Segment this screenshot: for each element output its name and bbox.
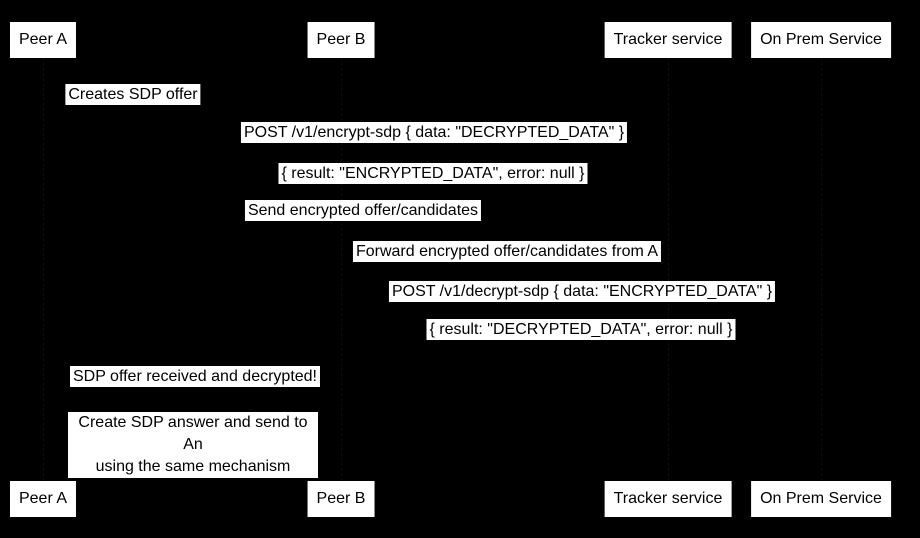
- participant-peer-b-top: Peer B: [307, 22, 375, 58]
- message-post-decrypt-sdp: POST /v1/decrypt-sdp { data: "ENCRYPTED_…: [388, 281, 776, 302]
- note-line-1: Create SDP answer and send to An: [78, 414, 308, 453]
- participant-tracker-service-bottom: Tracker service: [604, 481, 732, 517]
- message-sdp-offer-received: SDP offer received and decrypted!: [70, 366, 320, 387]
- lifeline-peer-b: [341, 58, 342, 481]
- message-encrypt-result: { result: "ENCRYPTED_DATA", error: null …: [278, 163, 588, 184]
- participant-on-prem-service-bottom: On Prem Service: [751, 481, 891, 517]
- lifeline-peer-a: [43, 58, 44, 481]
- participant-tracker-service-top: Tracker service: [604, 22, 732, 58]
- participant-peer-b-bottom: Peer B: [307, 481, 375, 517]
- participant-peer-a-top: Peer A: [9, 22, 77, 58]
- message-forward-encrypted-offer: Forward encrypted offer/candidates from …: [352, 241, 662, 262]
- lifeline-tracker-service: [668, 58, 669, 481]
- message-decrypt-result: { result: "DECRYPTED_DATA", error: null …: [426, 319, 736, 340]
- message-post-encrypt-sdp: POST /v1/encrypt-sdp { data: "DECRYPTED_…: [240, 122, 628, 143]
- lifeline-on-prem-service: [821, 58, 822, 481]
- message-creates-sdp-offer: Creates SDP offer: [65, 84, 201, 105]
- note-create-sdp-answer: Create SDP answer and send to An using t…: [68, 412, 318, 478]
- message-send-encrypted-offer: Send encrypted offer/candidates: [244, 200, 482, 221]
- note-line-2: using the same mechanism: [95, 458, 291, 475]
- participant-on-prem-service-top: On Prem Service: [751, 22, 891, 58]
- participant-peer-a-bottom: Peer A: [9, 481, 77, 517]
